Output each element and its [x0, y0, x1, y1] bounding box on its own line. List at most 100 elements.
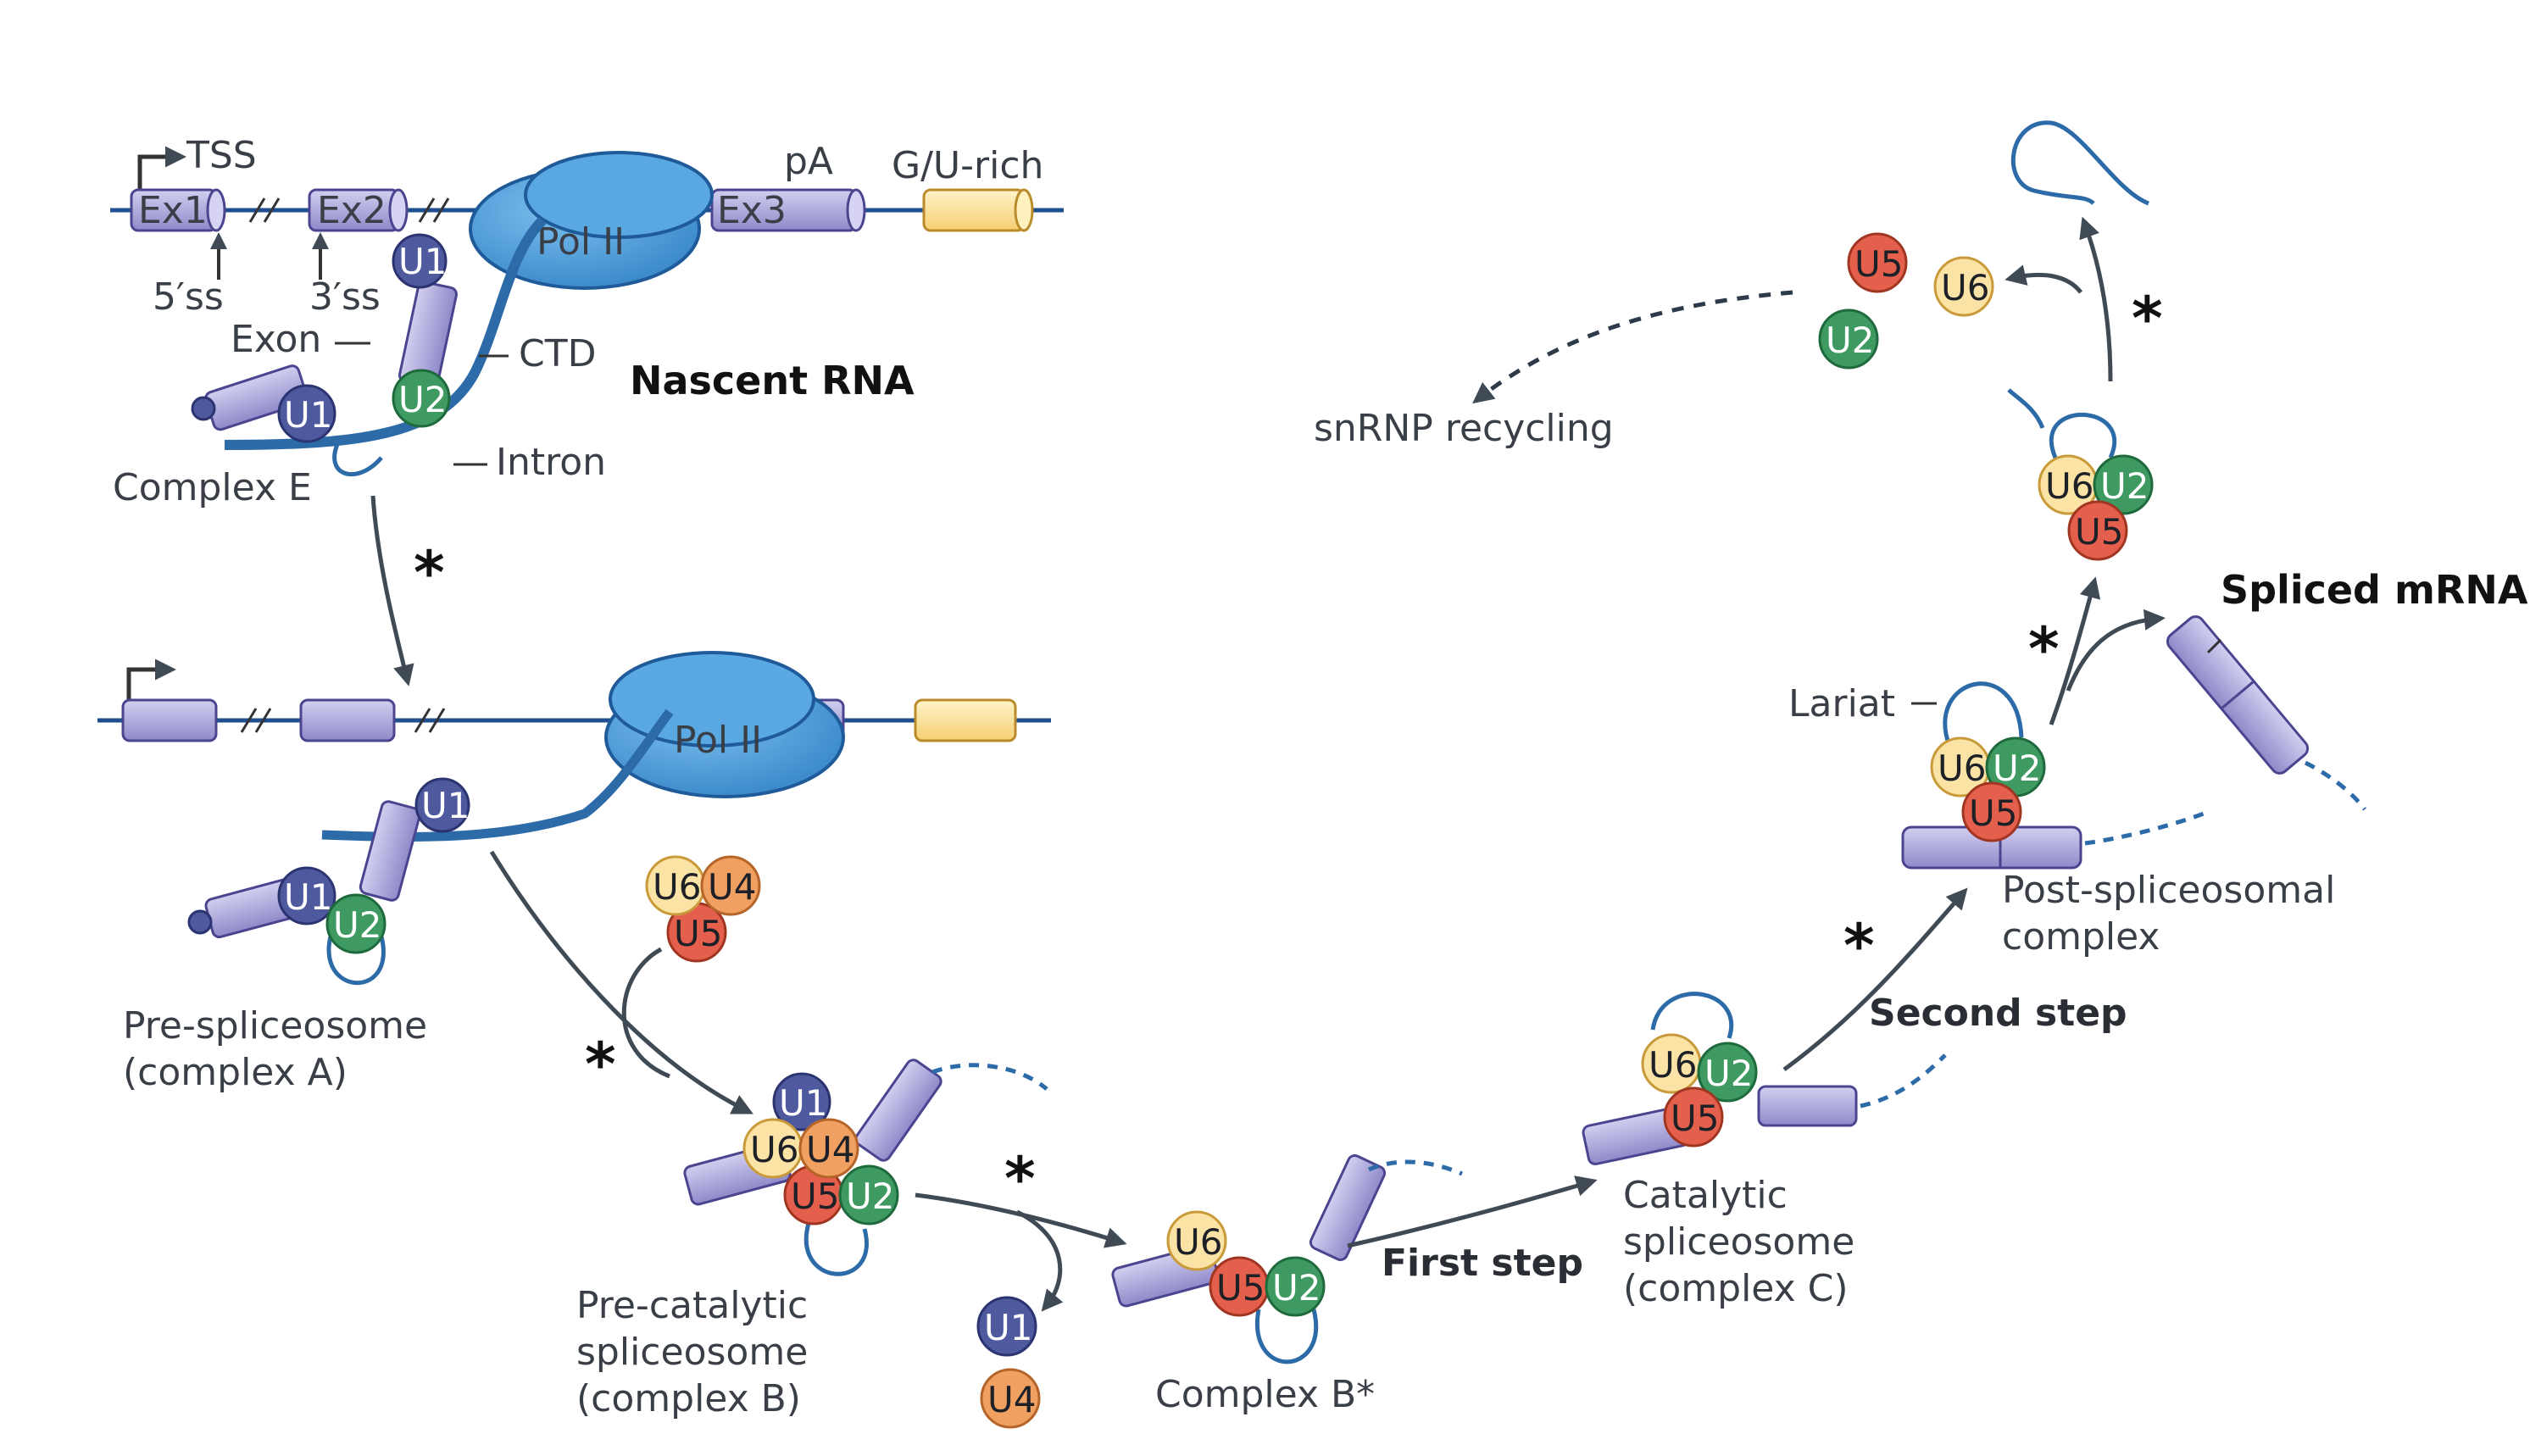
nascent-rna-label: Nascent RNA: [630, 358, 915, 403]
rna-strand: [2007, 388, 2045, 430]
complex-a-label-1: Pre-spliceosome: [123, 1004, 427, 1048]
u1-label: U1: [398, 241, 447, 282]
intron-loop: [803, 1220, 869, 1276]
u2-label: U2: [1826, 320, 1874, 361]
u1-snrnp: U1: [414, 777, 470, 833]
u6-released: [1933, 256, 1994, 317]
lariat-loop: [1650, 992, 1733, 1039]
u6-label: U6: [1941, 267, 1989, 308]
intron-loop: [326, 923, 386, 986]
u5-label: U5: [1854, 243, 1903, 285]
post-label-1: Post-spliceosomal: [2002, 869, 2335, 912]
u2-label: U2: [1704, 1053, 1753, 1094]
complex-e-label: Complex E: [113, 466, 312, 509]
u5-label: U5: [791, 1175, 839, 1217]
u5-label: U5: [674, 913, 722, 954]
ctd-label: CTD: [519, 332, 596, 375]
snrnp-recycling-label: snRNP recycling: [1314, 407, 1614, 450]
complex-b-label-1: Pre-catalytic: [576, 1284, 808, 1327]
pol-ii-label: Pol II: [537, 220, 625, 264]
u1-label: U1: [779, 1082, 827, 1124]
arrow-c-to-post: [1782, 887, 1968, 1072]
u6-label: U6: [1174, 1221, 1222, 1263]
u2-label: U2: [398, 379, 447, 420]
u5-snrnp: [1961, 781, 2022, 842]
complex-e-panel: TSS Ex1 Ex2 Ex3 pA G/U-rich 5′ss 3′ss: [110, 134, 1064, 509]
nascent-rna: [224, 216, 547, 450]
lariat-loop: [1943, 681, 2024, 747]
u2-snrnp: [838, 1164, 899, 1225]
released-lariat: [2010, 120, 2149, 206]
exon-2: [299, 698, 396, 742]
lariat-loop: [2049, 412, 2117, 459]
u6-label: U6: [1938, 747, 1986, 789]
complex-c-panel: U6 U2 U5 Catalytic spliceosome (complex …: [1582, 992, 1947, 1310]
complex-c-label-2: spliceosome: [1623, 1220, 1854, 1264]
intron-loop: [332, 439, 383, 477]
atp-star: *: [1843, 911, 1875, 981]
u5-label: U5: [2075, 511, 2123, 553]
u2-label: U2: [2100, 465, 2149, 507]
exon-3-label: Ex3: [717, 189, 787, 232]
u2-label: U2: [1272, 1267, 1321, 1309]
atp-star: *: [1004, 1144, 1036, 1214]
arrow-lariat-release: [2079, 216, 2113, 382]
u1-label: U1: [284, 394, 332, 436]
u2-snrnp: [1265, 1256, 1326, 1317]
atp-star: *: [585, 1030, 616, 1099]
arrow-a-to-b: [489, 850, 753, 1114]
first-step-label: First step: [1382, 1242, 1583, 1285]
gu-rich-element: [922, 188, 1034, 232]
u5-label: U5: [1969, 792, 2017, 834]
cap: [191, 396, 216, 421]
u4-label: U4: [987, 1379, 1036, 1420]
u4-snrnp: [798, 1118, 859, 1179]
u1-snrnp: U1: [392, 233, 448, 289]
atp-star: *: [2028, 614, 2060, 684]
exon-rna-cylinder: [359, 800, 421, 902]
exon-1-label: Ex1: [138, 189, 208, 232]
pol-ii-label: Pol II: [674, 719, 762, 762]
ss5-label: 5′ss: [153, 275, 224, 319]
exon-3: Ex3: [710, 188, 866, 232]
u5-label: U5: [1216, 1267, 1265, 1309]
atp-star: *: [2132, 284, 2163, 353]
u5-label: U5: [1671, 1098, 1719, 1139]
release-arrow: [1015, 1209, 1064, 1312]
complex-b-label-3: (complex B): [576, 1377, 801, 1420]
break-mark: [248, 197, 281, 223]
complex-b-panel: U1 U5 U2 U6 U4 Pre-catalytic spliceosome…: [576, 1059, 1048, 1420]
exon-2-label: Ex2: [317, 189, 386, 232]
exon-cylinder: [1309, 1154, 1387, 1261]
u2-snrnp: U2: [325, 893, 386, 954]
u2-released: [1818, 308, 1879, 370]
intron-lariat-complex: U6 U2 U5: [2007, 388, 2154, 561]
u2-snrnp: U2: [392, 369, 451, 428]
ss3-label: 3′ss: [309, 275, 381, 319]
u6-label: U6: [1649, 1044, 1697, 1086]
rna-dashed: [931, 1063, 1048, 1091]
u2-snrnp: [1697, 1042, 1758, 1103]
pol-ii: Pol II: [604, 651, 845, 798]
rna-dashed: [2084, 811, 2205, 846]
spliced-mrna: [2166, 615, 2366, 811]
mrna-leader: [2206, 638, 2222, 654]
tri-snrnp: U5 U6 U4: [645, 855, 761, 963]
atp-star: *: [414, 538, 445, 608]
exon-label: Exon: [231, 318, 321, 361]
rna-dashed: [1368, 1159, 1463, 1176]
complex-c-label-3: (complex C): [1623, 1267, 1849, 1310]
recycling-arrow: [1472, 290, 1793, 404]
u1-label: U1: [421, 785, 470, 826]
gu-rich-element: [914, 698, 1017, 742]
complex-c-label-1: Catalytic: [1623, 1174, 1788, 1217]
exon-cylinder: [854, 1059, 942, 1162]
tss-label: TSS: [186, 134, 257, 177]
u1-released: [976, 1296, 1037, 1357]
arrow-snrnp-release: [2005, 264, 2082, 294]
break-mark: [418, 197, 450, 223]
u1-label: U1: [984, 1307, 1032, 1348]
exon-2: Ex2: [308, 188, 409, 232]
u1-snrnp: U1: [277, 384, 336, 443]
